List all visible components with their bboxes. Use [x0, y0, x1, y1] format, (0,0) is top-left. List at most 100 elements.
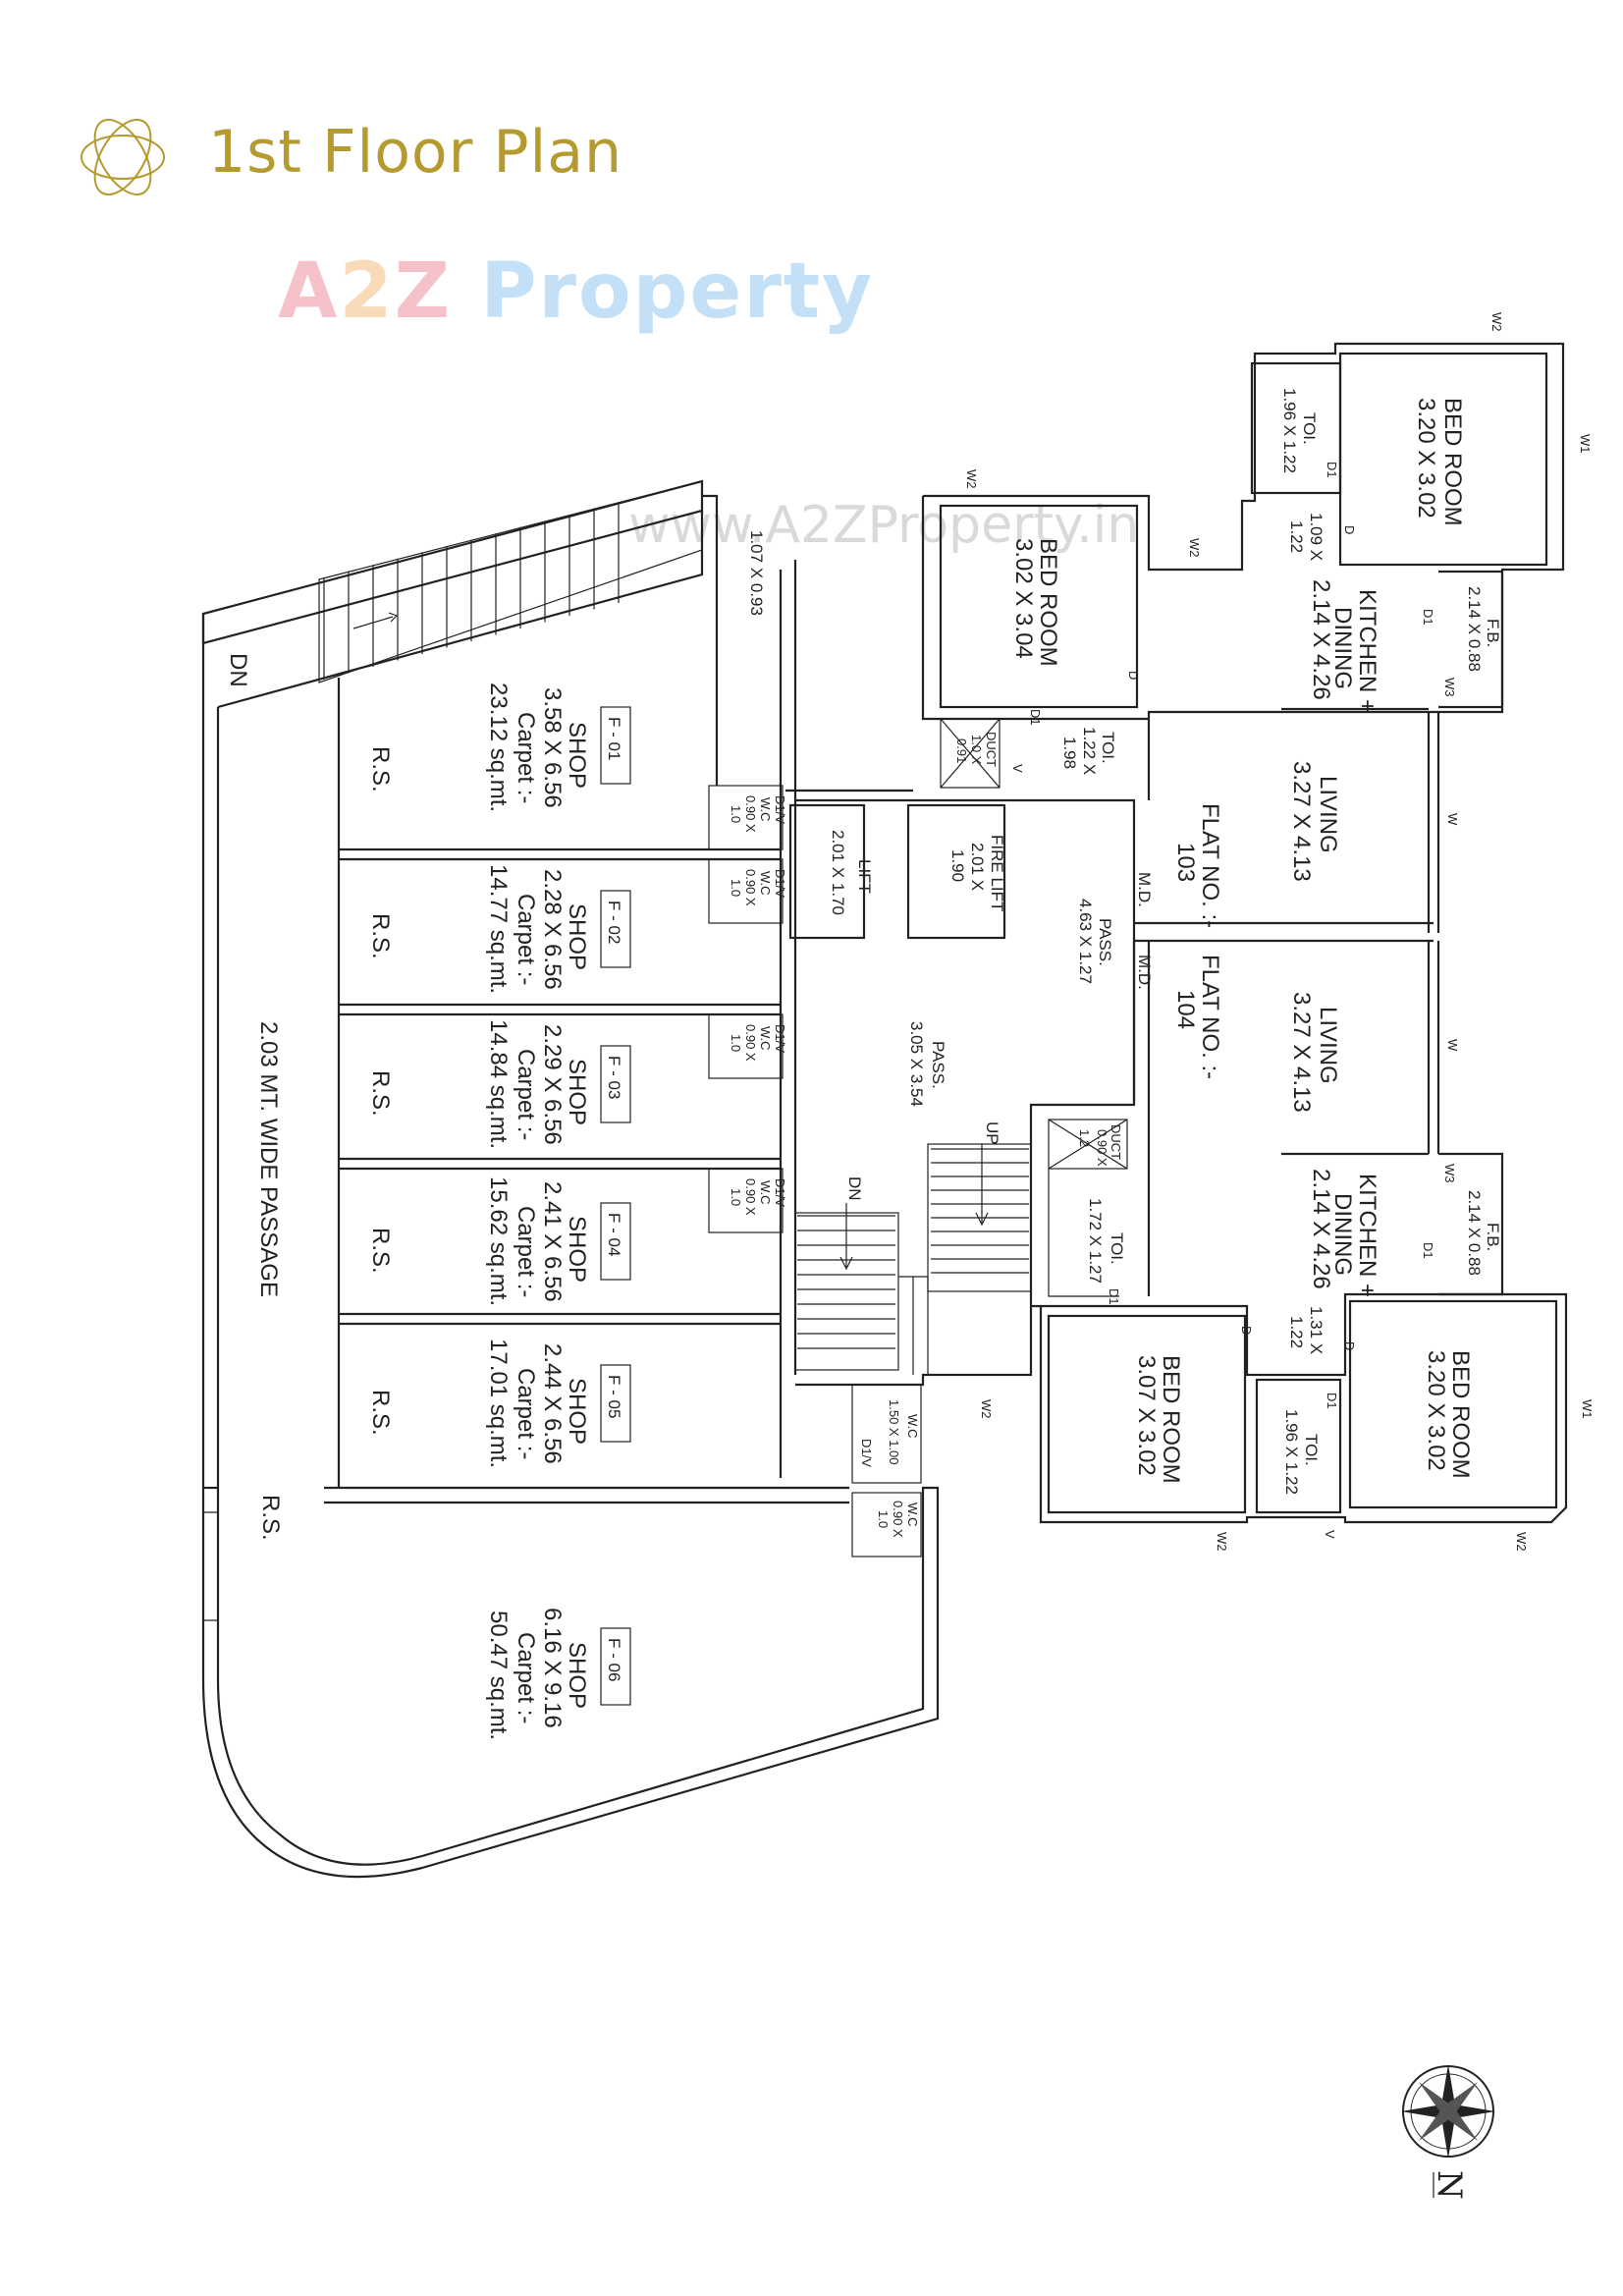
svg-text:1.96 X 1.22: 1.96 X 1.22 — [1280, 388, 1299, 473]
shop-id: F - 06 — [605, 1638, 623, 1681]
svg-text:LIVING: LIVING — [1315, 776, 1341, 853]
svg-text:W2: W2 — [1514, 1532, 1529, 1552]
svg-text:KITCHEN +: KITCHEN + — [1354, 589, 1380, 713]
core-dn-label: DN — [845, 1176, 864, 1201]
svg-text:DINING: DINING — [1329, 607, 1356, 689]
shop-f05: F - 05 SHOP 2.44 X 6.56 Carpet :- 17.01 … — [367, 1339, 631, 1468]
shop-type: SHOP — [564, 903, 590, 970]
svg-text:W2: W2 — [1187, 538, 1202, 558]
bed2-103 — [939, 504, 1139, 709]
shop-type: SHOP — [564, 1216, 590, 1283]
shop-id: F - 02 — [605, 901, 623, 944]
svg-text:1.22: 1.22 — [1287, 1316, 1306, 1348]
compass-north-label: N — [1430, 2170, 1469, 2200]
svg-text:0.90 X: 0.90 X — [743, 795, 758, 833]
shop-type: SHOP — [564, 722, 590, 789]
fire-lift-shaft — [906, 803, 1006, 940]
wc-2: W.C 0.90 X 1.0 D1/V — [708, 858, 787, 924]
svg-text:2.14 X 4.26: 2.14 X 4.26 — [1308, 1169, 1334, 1289]
svg-text:V: V — [1010, 764, 1025, 773]
svg-text:DUCT: DUCT — [984, 732, 999, 767]
shop-dims: 2.44 X 6.56 — [539, 1343, 566, 1464]
svg-text:D1/V: D1/V — [859, 1439, 874, 1467]
svg-text:DINING: DINING — [1329, 1193, 1356, 1276]
svg-text:W2: W2 — [964, 469, 979, 489]
svg-text:W: W — [1445, 1039, 1460, 1052]
svg-text:0.91: 0.91 — [954, 738, 969, 763]
svg-text:BED ROOM: BED ROOM — [1439, 398, 1466, 526]
shop-wcs: W.C 0.90 X 1.0 D1/V W.C 0.90 X 1.0 D1/V … — [708, 785, 922, 1558]
svg-text:DUCT: DUCT — [1109, 1124, 1123, 1160]
svg-text:3.02 X 3.04: 3.02 X 3.04 — [1010, 538, 1037, 659]
passage-label: 2.03 MT. WIDE PASSAGE — [255, 1021, 282, 1297]
svg-text:2.14 X 4.26: 2.14 X 4.26 — [1308, 579, 1334, 700]
svg-text:0.90 X: 0.90 X — [743, 869, 758, 906]
stair-top: DN 1.07 X 0.93 — [225, 480, 766, 687]
shop-rs: R.S. — [367, 1070, 394, 1117]
brand-watermark: A2Z Property — [278, 247, 874, 336]
bed1-103 — [1338, 352, 1548, 567]
svg-text:3.07 X 3.02: 3.07 X 3.02 — [1133, 1355, 1160, 1476]
wc-1: W.C 0.90 X 1.0 D1/V — [708, 785, 787, 850]
svg-text:D: D — [1126, 671, 1141, 680]
svg-text:KITCHEN +: KITCHEN + — [1354, 1174, 1380, 1297]
shop-type: SHOP — [564, 1642, 590, 1709]
svg-text:W2: W2 — [979, 1399, 994, 1419]
svg-text:D1: D1 — [1421, 609, 1435, 626]
svg-text:1.0: 1.0 — [729, 805, 743, 823]
bed1-104 — [1348, 1299, 1558, 1509]
shop-carpet: 14.84 sq.mt. — [485, 1019, 512, 1149]
shop-rs: R.S. — [367, 1390, 394, 1436]
pass-b-dims: 3.05 X 3.54 — [907, 1021, 926, 1107]
svg-text:D: D — [1239, 1326, 1254, 1335]
shop-id: F - 04 — [605, 1213, 623, 1256]
pass-b-label: PASS. — [929, 1041, 947, 1089]
svg-text:W3: W3 — [1442, 678, 1457, 697]
shop-carpet-label: Carpet :- — [513, 894, 539, 985]
fire-lift-dims1: 2.01 X — [968, 843, 987, 891]
svg-text:103: 103 — [1172, 843, 1199, 882]
svg-text:1.0: 1.0 — [729, 1034, 743, 1052]
pass-a-label: PASS. — [1096, 918, 1114, 966]
shop-dims: 6.16 X 9.16 — [539, 1608, 566, 1728]
svg-text:1.0: 1.0 — [729, 879, 743, 897]
svg-text:1.2: 1.2 — [1077, 1129, 1092, 1147]
svg-text:1.09 X: 1.09 X — [1307, 513, 1325, 561]
svg-text:W.C: W.C — [758, 1180, 773, 1205]
shop-walls — [339, 560, 797, 1478]
svg-text:1.50 X 1.00: 1.50 X 1.00 — [887, 1399, 901, 1465]
svg-text:1.22: 1.22 — [1287, 520, 1306, 553]
shop-type: SHOP — [564, 1378, 590, 1445]
shop-carpet-label: Carpet :- — [513, 1049, 539, 1140]
shop-carpet-label: Carpet :- — [513, 1368, 539, 1459]
svg-text:1.22 X: 1.22 X — [1080, 727, 1099, 775]
lift-shaft — [788, 803, 866, 940]
toi1-104 — [1255, 1378, 1342, 1514]
shop-dims: 3.58 X 6.56 — [539, 687, 566, 808]
svg-text:0.90 X: 0.90 X — [743, 1178, 758, 1216]
brand-logo-icon — [81, 119, 165, 195]
shop-carpet-label: Carpet :- — [513, 1206, 539, 1297]
svg-text:M.D.: M.D. — [1135, 872, 1154, 907]
svg-text:D1: D1 — [1421, 1242, 1435, 1259]
svg-text:TOI.: TOI. — [1300, 412, 1319, 445]
shop-carpet: 23.12 sq.mt. — [485, 683, 512, 812]
svg-text:TOI.: TOI. — [1302, 1434, 1321, 1466]
page-title: 1st Floor Plan — [208, 118, 623, 187]
lift-label: LIFT — [855, 859, 874, 894]
svg-text:D1/V: D1/V — [773, 1178, 787, 1207]
shop-carpet: 17.01 sq.mt. — [485, 1339, 512, 1468]
svg-text:3.20 X 3.02: 3.20 X 3.02 — [1423, 1350, 1449, 1471]
svg-text:W.C: W.C — [758, 871, 773, 896]
stair-top-dn-label: DN — [225, 653, 251, 687]
flat-104: BED ROOM 3.20 X 3.02 TOI. 1.96 X 1.22 1.… — [1031, 941, 1568, 1524]
svg-text:0.90 X: 0.90 X — [1095, 1129, 1109, 1167]
svg-text:D1/V: D1/V — [773, 1024, 787, 1053]
shop-id: F - 03 — [605, 1056, 623, 1099]
shop-carpet: 50.47 sq.mt. — [485, 1611, 512, 1740]
svg-text:M.D.: M.D. — [1135, 955, 1154, 990]
svg-text:D: D — [1342, 1341, 1357, 1350]
compass-rose-icon — [1401, 2064, 1495, 2159]
